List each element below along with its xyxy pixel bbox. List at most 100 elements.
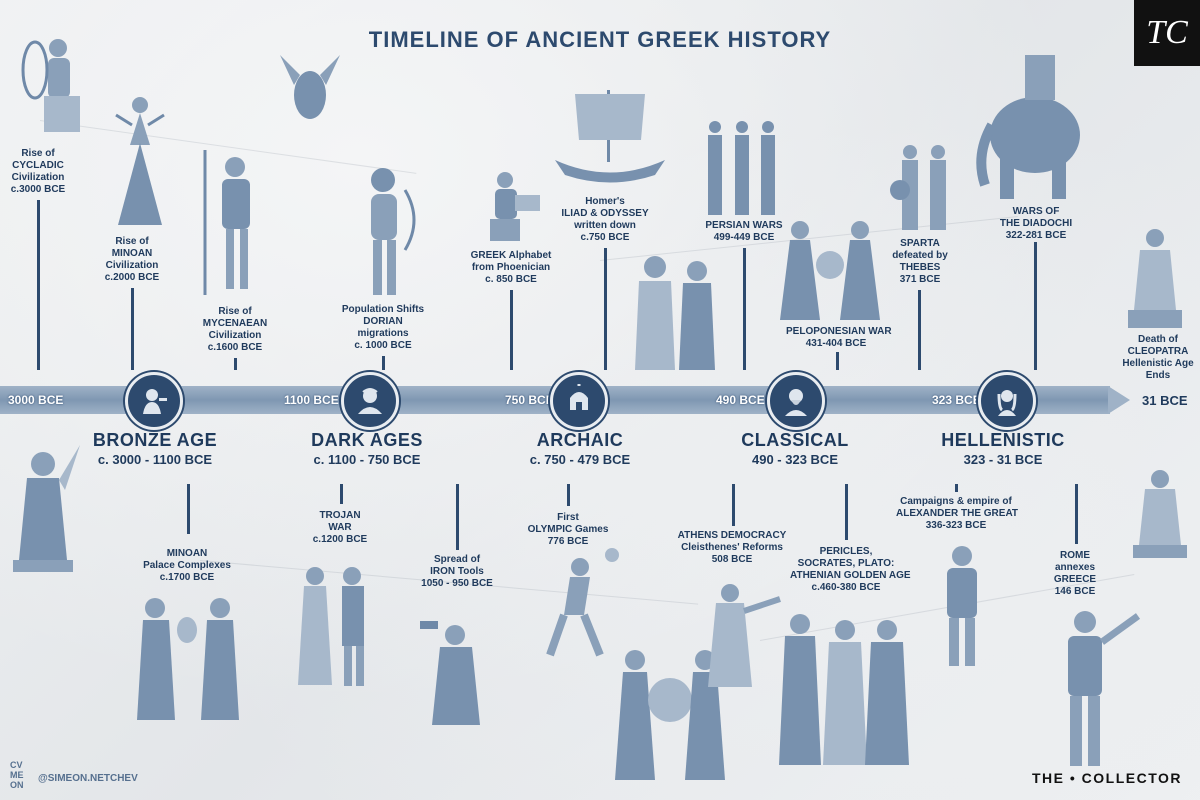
event-line: PERICLES, [819, 546, 873, 557]
event-line: MINOAN [166, 548, 208, 559]
event-line: 508 BCE [711, 554, 753, 565]
event-line: annexes [1054, 562, 1096, 573]
discobolus-illustration [520, 545, 620, 660]
heracles-archer-illustration [345, 160, 425, 300]
event-line: defeated by [892, 250, 948, 261]
event-line: 336-323 BCE [925, 520, 987, 531]
event-line: CLEOPATRA [1127, 346, 1189, 357]
event-connector [836, 352, 839, 370]
page-title: TIMELINE OF ANCIENT GREEK HISTORY [368, 27, 832, 52]
event-line: TROJAN [319, 510, 361, 521]
event-line: MINOAN [111, 248, 153, 259]
event-line: MYCENAEAN [202, 318, 268, 329]
event-line: First [557, 512, 579, 523]
event-line: GREEK Alphabet [470, 250, 552, 261]
event-line: ATHENS DEMOCRACY [677, 530, 787, 541]
event-line: 776 BCE [547, 536, 589, 547]
war-elephant-illustration [970, 45, 1090, 200]
event-line: written down [574, 220, 636, 231]
collector-logo[interactable]: TC [1134, 0, 1200, 66]
event-connector [604, 248, 607, 370]
mycenaean-warrior-illustration [190, 145, 270, 300]
event-line: 146 BCE [1054, 586, 1096, 597]
event-line: 1050 - 950 BCE [421, 578, 493, 589]
event-line: Civilization [11, 172, 65, 183]
event-homer: Homer's ILIAD & ODYSSEY written down c.7… [560, 196, 650, 244]
event-line: ATHENIAN GOLDEN AGE [790, 570, 911, 581]
event-line: Campaigns & empire of [900, 496, 1012, 507]
seated-roman-statue-illustration [1125, 465, 1195, 560]
event-connector [187, 484, 190, 534]
sculptor-icon [125, 372, 183, 430]
event-rome-annexes: ROME annexes GREECE 146 BCE [1045, 550, 1105, 598]
event-line: Hellenistic Age [1122, 358, 1194, 369]
event-minoan-palaces: MINOAN Palace Complexes c.1700 BCE [132, 548, 242, 584]
harpist-statue-illustration [10, 30, 90, 140]
event-line: SPARTA [900, 238, 940, 249]
event-alexander: Campaigns & empire of ALEXANDER THE GREA… [896, 496, 1018, 532]
cleisthenes-orator-illustration [690, 575, 785, 690]
event-connector [743, 248, 746, 370]
event-connector [567, 484, 570, 506]
event-connector [845, 484, 848, 540]
event-line: CYCLADIC [12, 160, 64, 171]
artist-handle[interactable]: @SIMEON.NETCHEV [38, 773, 138, 784]
era-archaic: ARCHAIC c. 750 - 479 BCE [505, 430, 655, 467]
event-olympics: First OLYMPIC Games 776 BCE [526, 512, 610, 548]
artist-signature: CV ME ON [10, 760, 24, 790]
event-connector [732, 484, 735, 526]
persian-soldiers-illustration [700, 115, 785, 220]
signature-line: ON [10, 780, 24, 790]
event-diadochi: WARS OF THE DIADOCHI 322-281 BCE [996, 206, 1076, 242]
chronos-illustration [5, 440, 80, 575]
hoplite-battle-illustration [595, 640, 745, 790]
event-cycladic: Rise of CYCLADIC Civilization c.3000 BCE [7, 148, 69, 196]
event-line: DORIAN [363, 316, 403, 327]
era-dates: c. 1100 - 750 BCE [313, 452, 421, 467]
blacksmith-illustration [410, 615, 505, 730]
event-connector [955, 484, 958, 492]
ship-illustration [545, 80, 675, 190]
event-line: c.750 BCE [580, 232, 630, 243]
event-line: Death of [1138, 334, 1178, 345]
event-connector [918, 290, 921, 370]
event-line: Palace Complexes [143, 560, 231, 571]
augustus-statue-illustration [1040, 600, 1141, 770]
scribe-illustration [480, 165, 550, 245]
event-dorian: Population Shifts DORIAN migrations c. 1… [340, 304, 426, 352]
signature-line: ME [10, 770, 24, 780]
event-line: GREECE [1053, 574, 1097, 585]
era-bronze-age: BRONZE AGE c. 3000 - 1100 BCE [80, 430, 230, 467]
event-connector [456, 484, 459, 550]
era-name: HELLENISTIC [941, 430, 1065, 450]
event-connector [382, 356, 385, 370]
event-connector [234, 358, 237, 370]
minoan-women-illustration [125, 590, 250, 725]
event-line: ROME [1060, 550, 1090, 561]
event-iron-tools: Spread of IRON Tools 1050 - 950 BCE [416, 554, 498, 590]
era-dates: 490 - 323 BCE [752, 452, 838, 467]
event-line: 431-404 BCE [805, 338, 867, 349]
event-persian-wars: PERSIAN WARS 499-449 BCE [704, 220, 784, 244]
event-athens-democracy: ATHENS DEMOCRACY Cleisthenes' Reforms 50… [677, 530, 787, 566]
cleopatra-icon [978, 372, 1036, 430]
event-golden-age: PERICLES, SOCRATES, PLATO: ATHENIAN GOLD… [790, 546, 911, 594]
event-line: Rise of [218, 306, 252, 317]
event-line: c. 1000 BCE [354, 340, 412, 351]
event-line: Population Shifts [341, 304, 425, 315]
event-sparta-thebes: SPARTA defeated by THEBES 371 BCE [890, 238, 950, 286]
event-connector [131, 288, 134, 370]
event-line: SOCRATES, PLATO: [797, 558, 895, 569]
event-line: Cleisthenes' Reforms [681, 542, 783, 553]
era-name: BRONZE AGE [92, 430, 218, 450]
era-name: DARK AGES [311, 430, 423, 450]
event-line: WAR [328, 522, 352, 533]
event-line: THE DIADOCHI [999, 218, 1073, 229]
poet-icon [341, 372, 399, 430]
brand-name[interactable]: THE • COLLECTOR [1031, 770, 1182, 786]
axis-label-323: 323 BCE [932, 393, 981, 407]
event-connector [37, 200, 40, 370]
event-cleopatra: Death of CLEOPATRA Hellenistic Age Ends [1118, 334, 1198, 382]
event-peloponesian-war: PELOPONESIAN WAR 431-404 BCE [786, 326, 892, 350]
event-alphabet: GREEK Alphabet from Phoenician c. 850 BC… [466, 250, 556, 286]
